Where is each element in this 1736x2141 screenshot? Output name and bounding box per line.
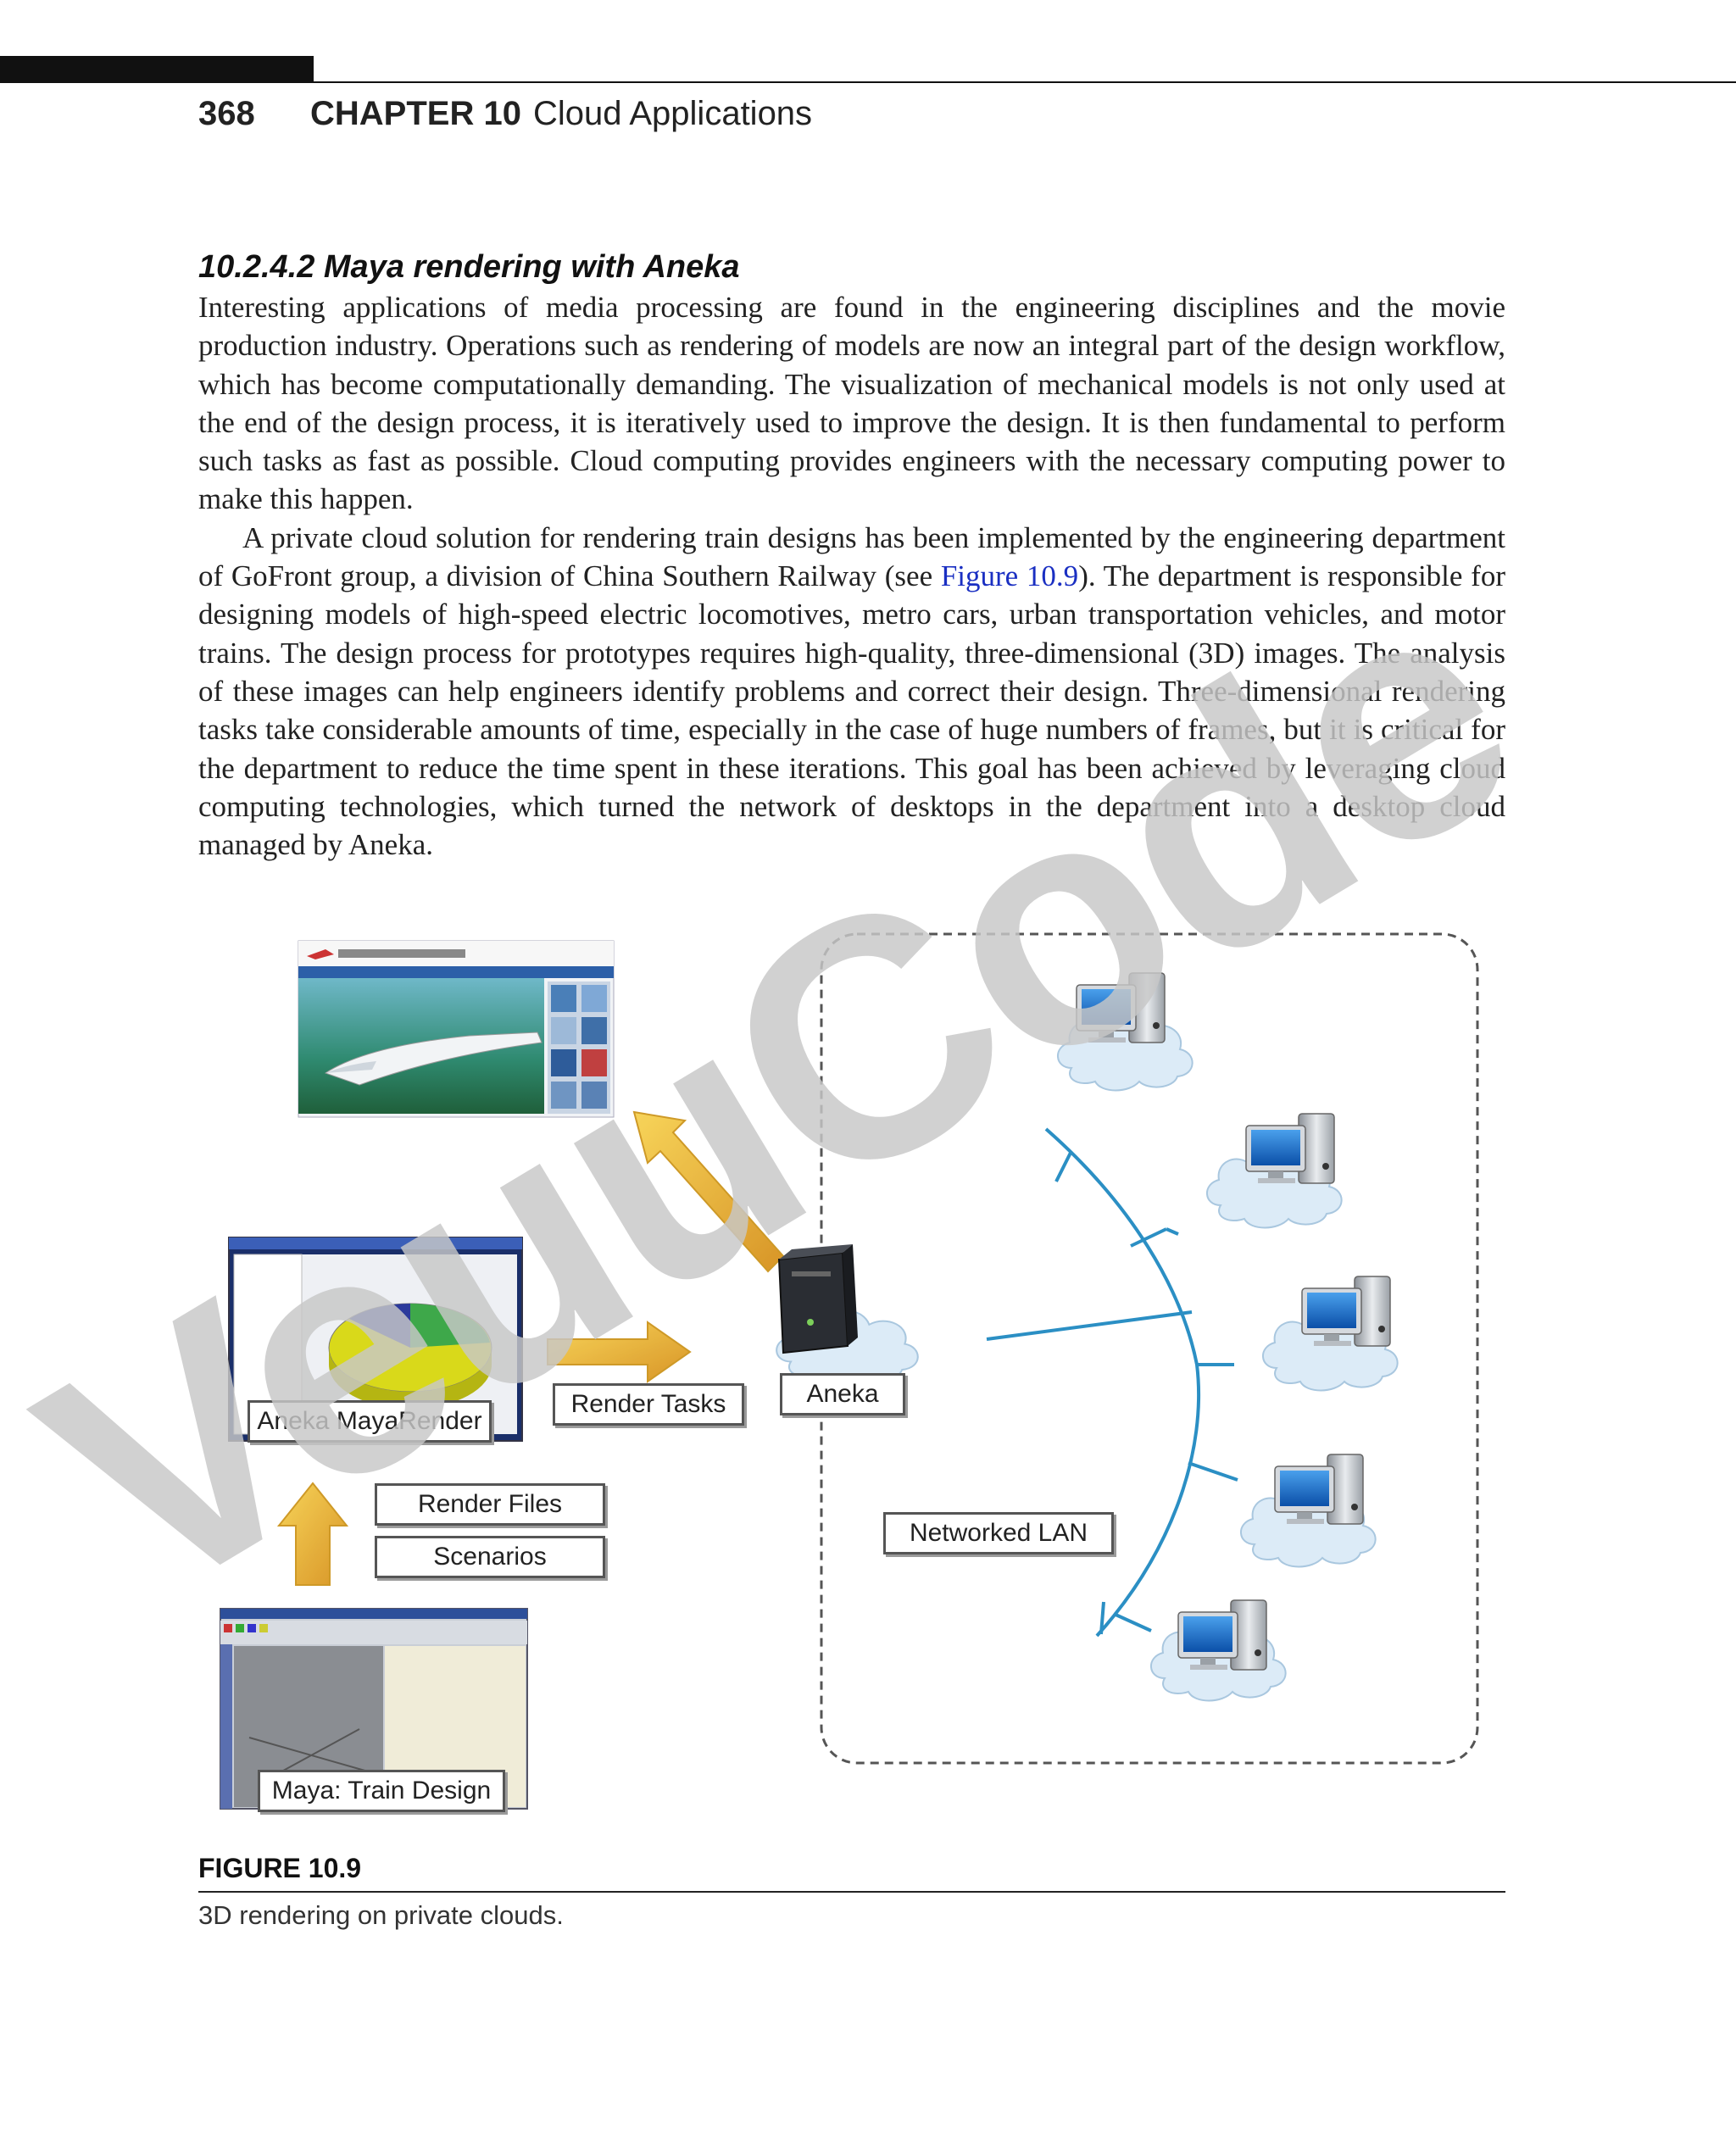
label-aneka-mayarender: Aneka MayaRender bbox=[248, 1400, 492, 1443]
body-text: Interesting applications of media proces… bbox=[198, 288, 1505, 864]
network-lan-lines bbox=[986, 1127, 1238, 1638]
label-maya-train-design: Maya: Train Design bbox=[258, 1770, 505, 1812]
running-head: 368 CHAPTER 10 Cloud Applications bbox=[198, 95, 812, 133]
desktop-node-2 bbox=[1205, 1113, 1343, 1229]
desktop-node-3 bbox=[1261, 1276, 1399, 1392]
page-number: 368 bbox=[198, 95, 255, 132]
chapter-label: CHAPTER 10 bbox=[310, 95, 521, 132]
header-rule bbox=[0, 81, 1736, 83]
figure-caption-title: FIGURE 10.9 bbox=[198, 1853, 362, 1883]
label-aneka: Aneka bbox=[780, 1373, 905, 1415]
label-networked-lan: Networked LAN bbox=[883, 1512, 1114, 1554]
upload-arrow bbox=[276, 1482, 349, 1586]
figure-caption-rule bbox=[198, 1891, 1505, 1893]
header-black-tab bbox=[0, 56, 314, 81]
figure-diagram bbox=[220, 932, 1479, 1810]
paragraph-1: Interesting applications of media proces… bbox=[198, 291, 1505, 516]
paragraph-2: A private cloud solution for rendering t… bbox=[198, 519, 1505, 865]
figure-10-9: Aneka MayaRender Render Tasks Aneka Rend… bbox=[198, 924, 1505, 1822]
figure-caption-text: 3D rendering on private clouds. bbox=[198, 1900, 564, 1930]
desktop-node-1 bbox=[1056, 972, 1194, 1092]
label-render-files: Render Files bbox=[375, 1483, 605, 1526]
gofront-website-image bbox=[298, 940, 615, 1118]
label-scenarios: Scenarios bbox=[375, 1536, 605, 1578]
section-title: 10.2.4.2 Maya rendering with Aneka bbox=[198, 249, 740, 285]
desktop-node-4 bbox=[1239, 1454, 1377, 1568]
label-render-tasks: Render Tasks bbox=[553, 1383, 744, 1426]
render-tasks-arrow bbox=[547, 1321, 692, 1383]
chapter-title: Cloud Applications bbox=[532, 95, 813, 132]
aneka-server bbox=[776, 1244, 919, 1384]
paragraph-2-end: ). The department is responsible for des… bbox=[198, 559, 1505, 862]
figure-link[interactable]: Figure 10.9 bbox=[940, 559, 1079, 593]
results-arrow bbox=[632, 1110, 785, 1273]
private-cloud-boundary bbox=[820, 932, 1479, 1765]
desktop-node-5 bbox=[1149, 1599, 1287, 1702]
paragraph-2-start: A private cloud solution for rendering t… bbox=[198, 520, 1505, 593]
